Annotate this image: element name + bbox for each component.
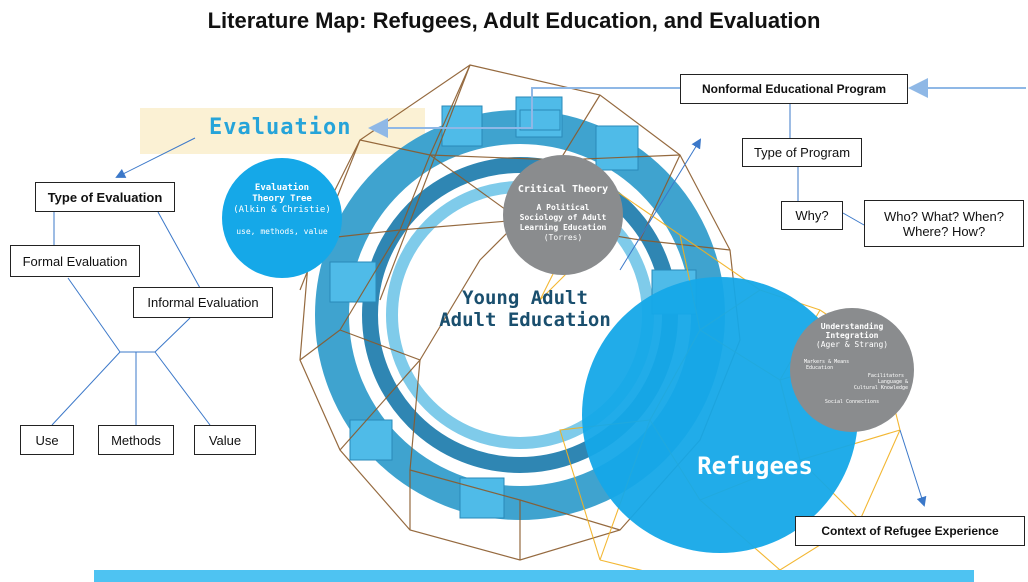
critical-theory-title: Critical Theory bbox=[517, 184, 609, 195]
formal-evaluation-box: Formal Evaluation bbox=[10, 245, 140, 277]
evaluation-tree-items: use, methods, value bbox=[236, 227, 328, 236]
integration-language: Language & bbox=[877, 379, 908, 385]
critical-theory-text: Critical Theory A Political Sociology of… bbox=[503, 185, 623, 243]
integration-cultural: Cultural Knowledge bbox=[853, 385, 908, 391]
refugees-label: Refugees bbox=[697, 452, 813, 480]
evaluation-tree-lines bbox=[51, 137, 211, 426]
integration-markers: Markers & Means bbox=[804, 359, 850, 365]
center-text: Young Adult Adult Education bbox=[410, 287, 640, 331]
integration-facilitators: Facilitators bbox=[867, 373, 904, 379]
bottom-bar bbox=[94, 570, 974, 582]
integration-circle bbox=[790, 308, 914, 432]
program-tree-lines bbox=[619, 104, 927, 507]
integration-social: Social Connections bbox=[824, 399, 880, 405]
evaluation-tree-author: (Alkin & Christie) bbox=[233, 205, 331, 215]
connector-lines bbox=[368, 78, 1026, 138]
evaluation-tree-title2: Theory Tree bbox=[252, 194, 312, 204]
refugees-circle bbox=[582, 277, 858, 553]
evaluation-heading: Evaluation bbox=[209, 115, 352, 140]
informal-evaluation-box: Informal Evaluation bbox=[133, 287, 273, 318]
page-title: Literature Map: Refugees, Adult Educatio… bbox=[207, 8, 821, 33]
use-box: Use bbox=[20, 425, 74, 455]
who-what-box: Who? What? When? Where? How? bbox=[864, 200, 1024, 247]
type-of-program-box: Type of Program bbox=[742, 138, 862, 167]
integration-title1: Understanding bbox=[820, 322, 884, 331]
center-line2: Adult Education bbox=[439, 309, 611, 331]
methods-box: Methods bbox=[98, 425, 174, 455]
integration-text: Understanding Integration (Ager & Strang… bbox=[792, 322, 912, 405]
context-box: Context of Refugee Experience bbox=[795, 516, 1025, 546]
value-box: Value bbox=[194, 425, 256, 455]
integration-title2: Integration bbox=[825, 331, 879, 340]
critical-theory-sub3: Learning Education bbox=[519, 223, 607, 232]
critical-theory-author: (Torres) bbox=[543, 233, 583, 242]
integration-education: Education bbox=[806, 365, 834, 371]
critical-theory-sub2: Sociology of Adult bbox=[519, 213, 607, 222]
integration-author: (Ager & Strang) bbox=[815, 340, 889, 349]
who-what-line1: Who? What? When? bbox=[884, 208, 1004, 224]
critical-theory-sub1: A Political bbox=[536, 203, 590, 212]
why-box: Why? bbox=[781, 201, 843, 230]
critical-theory-circle bbox=[503, 155, 623, 275]
nonformal-program-box: Nonformal Educational Program bbox=[680, 74, 908, 104]
evaluation-theory-text: Evaluation Theory Tree (Alkin & Christie… bbox=[222, 183, 342, 237]
evaluation-tree-title1: Evaluation bbox=[254, 183, 310, 193]
center-line1: Young Adult bbox=[462, 287, 588, 309]
evaluation-theory-circle bbox=[222, 158, 342, 278]
type-of-evaluation-box: Type of Evaluation bbox=[35, 182, 175, 212]
who-what-line2: Where? How? bbox=[902, 223, 986, 239]
